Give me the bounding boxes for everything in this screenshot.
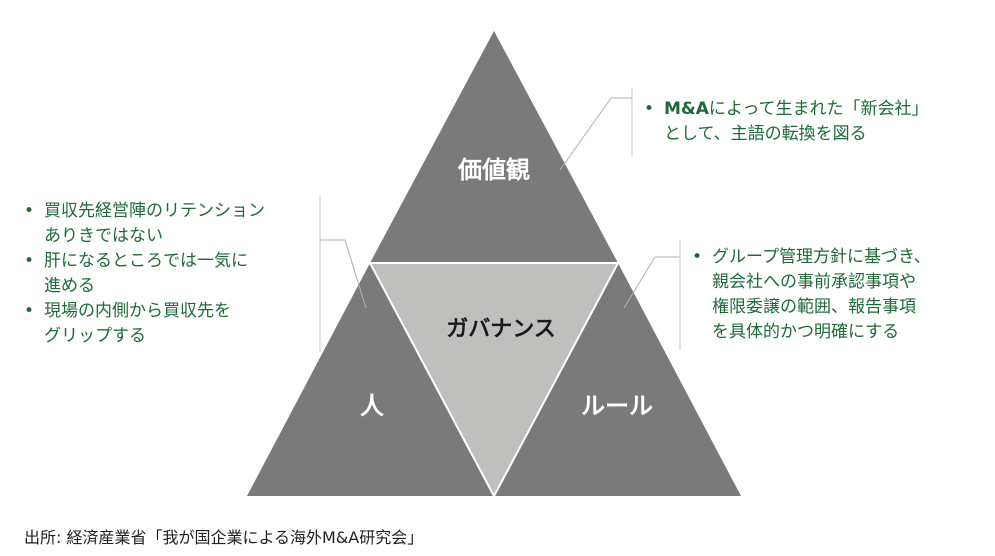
note-text: 買収先経営陣のリテンション <box>44 201 265 221</box>
note-list: グループ管理方針に基づき、親会社への事前承認事項や権限委譲の範囲、報告事項を具体… <box>688 245 988 345</box>
left-triangle-label: 人 <box>360 392 384 420</box>
note-list: M&Aによって生まれた「新会社」として、主語の転換を図る <box>640 97 980 147</box>
source-caption: 出所: 経済産業省「我が国企業による海外M&A研究会」 <box>24 528 424 547</box>
list-item: M&Aによって生まれた「新会社」として、主語の転換を図る <box>640 97 980 147</box>
note-text: 肝になるところでは一気に <box>44 251 248 271</box>
note-text: を具体的かつ明確にする <box>712 322 900 342</box>
note-text: 親会社への事前承認事項や <box>712 272 916 292</box>
note-emphasis: M&A <box>664 99 709 119</box>
top-triangle-label: 価値観 <box>457 156 530 184</box>
right-triangle-label: ルール <box>581 392 653 420</box>
note-text: 現場の内側から買収先を <box>44 301 231 321</box>
note-text: によって生まれた「新会社」 <box>708 99 929 119</box>
separator-line <box>493 262 619 497</box>
center-triangle-label: ガバナンス <box>446 317 556 342</box>
separator-line <box>369 262 495 497</box>
list-item: グループ管理方針に基づき、親会社への事前承認事項や権限委譲の範囲、報告事項を具体… <box>688 245 988 345</box>
top-triangle <box>370 31 618 263</box>
left-triangle <box>247 263 494 496</box>
connector-line <box>344 239 367 309</box>
right-triangle <box>494 263 741 496</box>
note-text: 進める <box>44 276 95 296</box>
note-text: 権限委譲の範囲、報告事項 <box>712 297 916 317</box>
note-text: グリップする <box>44 326 146 346</box>
note-text: グループ管理方針に基づき、 <box>712 247 931 267</box>
note-text: として、主語の転換を図る <box>664 124 867 144</box>
center-triangle <box>370 263 618 496</box>
connector-line <box>559 97 612 171</box>
connector-line <box>623 256 656 309</box>
note-values: M&Aによって生まれた「新会社」として、主語の転換を図る <box>640 97 980 147</box>
note-rules: グループ管理方針に基づき、親会社への事前承認事項や権限委譲の範囲、報告事項を具体… <box>688 245 988 345</box>
note-text: ありきではない <box>44 226 163 246</box>
